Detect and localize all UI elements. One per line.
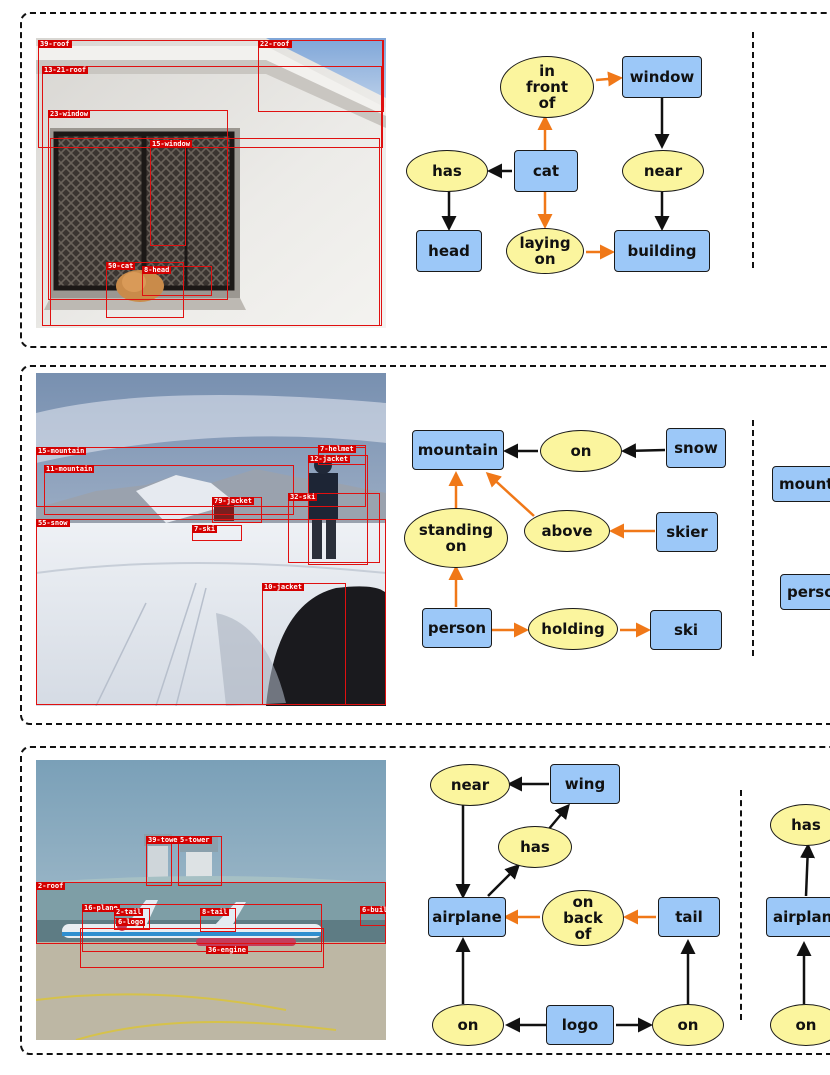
- entity-logo: logo: [546, 1005, 614, 1045]
- entity-skier: skier: [656, 512, 718, 552]
- bbox-label: 8-head: [142, 266, 172, 274]
- bbox: [80, 928, 324, 968]
- relation-near: near: [622, 150, 704, 192]
- edge: [800, 843, 816, 897]
- bbox: [38, 40, 383, 148]
- entity-window: window: [622, 56, 702, 98]
- photo-ski-slope-art: [36, 373, 386, 706]
- bbox-label: 2-roof: [36, 882, 66, 890]
- bbox: [44, 465, 294, 515]
- bbox-label: 7-ski: [192, 525, 218, 533]
- bbox-label: 10-jacket: [262, 583, 304, 591]
- relation-on: on: [652, 1004, 724, 1046]
- entity-person: person: [422, 608, 492, 648]
- relation-has: has: [406, 150, 488, 192]
- bbox-label: 50-cat: [106, 262, 136, 270]
- entity-building: building: [614, 230, 710, 272]
- bbox-label: 7-helmet: [318, 445, 356, 453]
- photo-airport: 39-tower 5-tower 2-roof 16-plane 2-tail …: [36, 760, 386, 1040]
- entity-mountain-partial: mount: [772, 466, 830, 502]
- relation-has: has: [498, 826, 572, 868]
- edge: [485, 471, 535, 517]
- relation-on: on: [540, 430, 622, 472]
- relation-holding: holding: [528, 608, 618, 650]
- bbox: [50, 138, 380, 326]
- bbox-label: 2-tail: [114, 908, 144, 916]
- entity-head: head: [416, 230, 482, 272]
- relation-on-partial: on: [770, 1004, 830, 1046]
- entity-wing: wing: [550, 764, 620, 804]
- panel-3-border: [20, 746, 830, 1055]
- bbox: [36, 447, 366, 507]
- bbox-label: 22-roof: [258, 40, 292, 48]
- bbox-label: 12-jacket: [308, 455, 350, 463]
- entity-mountain: mountain: [412, 430, 504, 470]
- edge: [621, 443, 666, 459]
- bbox-label: 8-tail: [200, 908, 230, 916]
- bbox-label: 16-plane: [82, 904, 120, 912]
- photo-ski-slope: 15-mountain 11-mountain 55-snow 7-helmet…: [36, 373, 386, 706]
- entity-ski: ski: [650, 610, 722, 650]
- panel-2-border: [20, 365, 830, 725]
- entity-snow: snow: [666, 428, 726, 468]
- bbox-label: 36-engine: [206, 946, 248, 954]
- relation-near: near: [430, 764, 510, 806]
- bbox-label: 15-window: [150, 140, 192, 148]
- edge: [487, 863, 521, 897]
- entity-person-partial: perso: [780, 574, 830, 610]
- bbox-label: 13-21-roof: [42, 66, 89, 74]
- bbox: [36, 519, 386, 705]
- bbox: [106, 262, 184, 318]
- bbox-label: 6-logo: [116, 918, 146, 926]
- entity-cat: cat: [514, 150, 578, 192]
- relation-in-front-of: in front of: [500, 56, 594, 118]
- bbox-label: 11-mountain: [44, 465, 95, 473]
- bbox-label: 5-tower: [178, 836, 212, 844]
- relation-standing-on: standing on: [404, 508, 508, 568]
- relation-has-partial: has: [770, 804, 830, 846]
- edge: [547, 803, 570, 831]
- bbox-label: 15-mountain: [36, 447, 87, 455]
- entity-tail: tail: [658, 897, 720, 937]
- bbox: [288, 493, 380, 563]
- bbox: [142, 266, 212, 296]
- edge: [595, 71, 623, 87]
- relation-above: above: [524, 510, 610, 552]
- bbox-label: 79-jacket: [212, 497, 254, 505]
- relation-on-back-of: on back of: [542, 890, 624, 946]
- bbox-label: 23-window: [48, 110, 90, 118]
- bbox-label: 32-ski: [288, 493, 318, 501]
- panel-2-divider: [752, 420, 754, 656]
- bbox-label: 6-buil: [360, 906, 386, 914]
- bbox-label: 39-roof: [38, 40, 72, 48]
- photo-cat-window: 39-roof 22-roof 13-21-roof 23-window 15-…: [36, 38, 386, 328]
- relation-laying-on: laying on: [506, 228, 584, 274]
- bbox: [48, 110, 228, 300]
- panel-3-divider: [740, 790, 742, 1020]
- panel-1-border: [20, 12, 830, 348]
- bbox-label: 39-tower: [146, 836, 184, 844]
- entity-airplane: airplane: [428, 897, 506, 937]
- photo-cat-window-art: [36, 38, 386, 328]
- relation-on: on: [432, 1004, 504, 1046]
- bbox: [262, 583, 346, 705]
- entity-airplane-partial: airplan: [766, 897, 830, 937]
- bbox-label: 55-snow: [36, 519, 70, 527]
- bbox: [258, 40, 384, 112]
- photo-airport-art: [36, 760, 386, 1040]
- panel-1-divider: [752, 32, 754, 268]
